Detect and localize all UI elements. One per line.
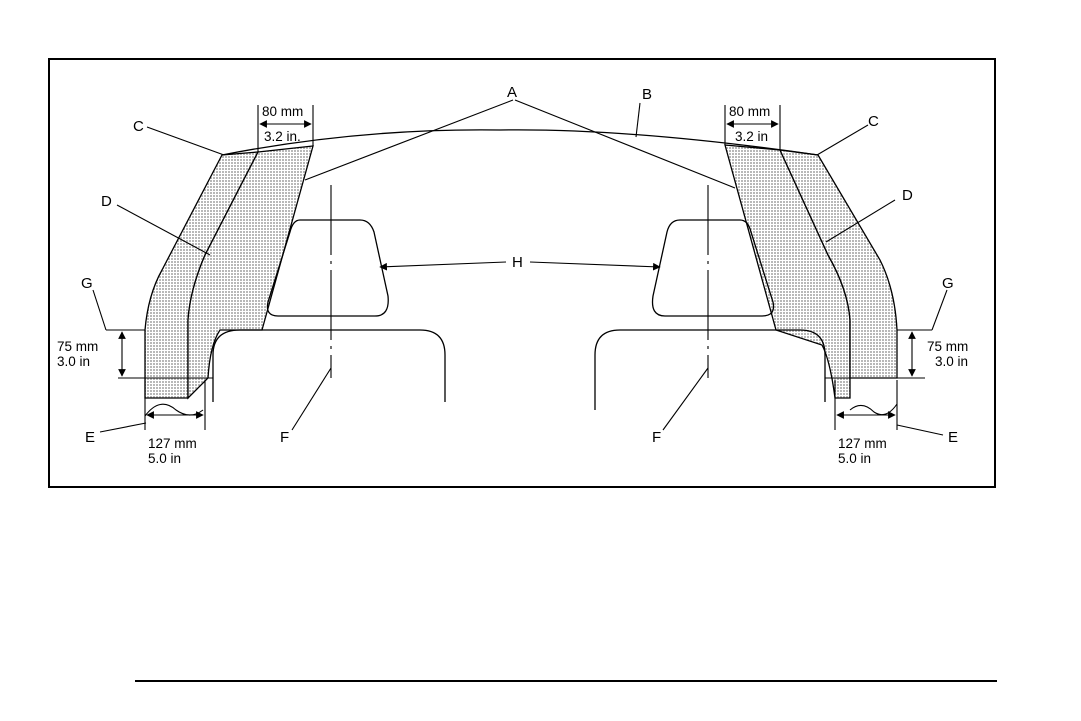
label-b: B bbox=[642, 86, 652, 103]
right-seat-back bbox=[595, 330, 825, 410]
right-buckle-notch bbox=[850, 404, 897, 415]
left-seat-back bbox=[213, 330, 445, 402]
label-h: H bbox=[512, 254, 523, 271]
label-a: A bbox=[507, 84, 517, 101]
dim-bottom-right-imperial: 5.0 in bbox=[838, 451, 871, 466]
label-d-left: D bbox=[101, 193, 112, 210]
dim-bottom-left-imperial: 5.0 in bbox=[148, 451, 181, 466]
label-e-right: E bbox=[948, 429, 958, 446]
label-f-right: F bbox=[652, 429, 661, 446]
dim-top-right-metric: 80 mm bbox=[729, 104, 770, 119]
dim-side-right-metric: 75 mm bbox=[927, 339, 968, 354]
dim-side-left-imperial: 3.0 in bbox=[57, 354, 90, 369]
label-g-left: G bbox=[81, 275, 93, 292]
dim-top-left-imperial: 3.2 in. bbox=[264, 129, 301, 144]
label-g-right: G bbox=[942, 275, 954, 292]
label-c-right: C bbox=[868, 113, 879, 130]
dim-bottom-left-metric: 127 mm bbox=[148, 436, 197, 451]
dim-bottom-right-metric: 127 mm bbox=[838, 436, 887, 451]
label-f-left: F bbox=[280, 429, 289, 446]
label-d-right: D bbox=[902, 187, 913, 204]
dim-top-right-imperial: 3.2 in bbox=[735, 129, 768, 144]
label-c-left: C bbox=[133, 118, 144, 135]
footer-rule bbox=[135, 680, 997, 682]
label-e-left: E bbox=[85, 429, 95, 446]
left-buckle-notch bbox=[145, 404, 203, 416]
dim-side-right-imperial: 3.0 in bbox=[935, 354, 968, 369]
dim-top-left-metric: 80 mm bbox=[262, 104, 303, 119]
dim-side-left-metric: 75 mm bbox=[57, 339, 98, 354]
